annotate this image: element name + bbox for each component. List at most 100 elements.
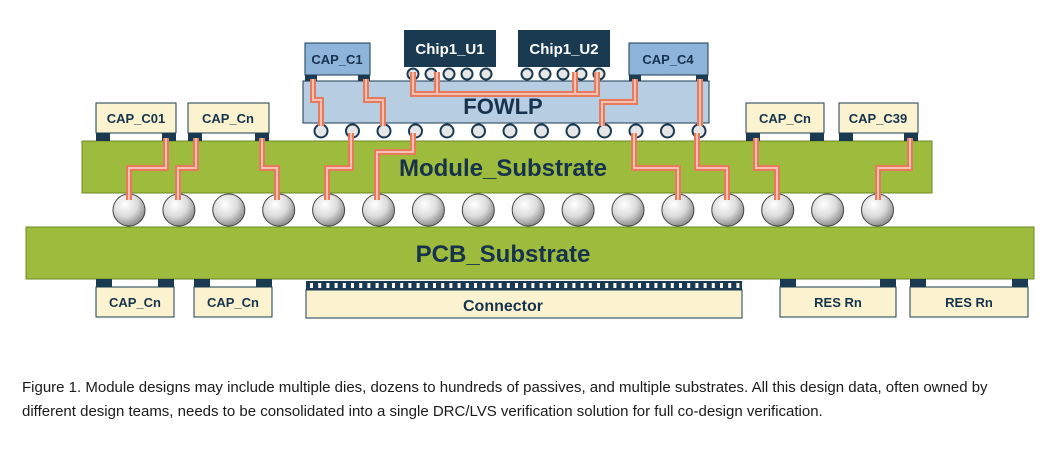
fowlp-bumps: [313, 123, 707, 139]
connector-pin: [424, 283, 428, 288]
cap-c1-label: CAP_C1: [311, 52, 362, 67]
res-rn-2-label: RES Rn: [945, 295, 993, 310]
connector-pin: [441, 283, 445, 288]
connector-pin: [416, 283, 420, 288]
connector-pin: [646, 283, 650, 288]
connector-pin: [506, 283, 510, 288]
connector-pin: [605, 283, 609, 288]
connector-pin: [482, 283, 486, 288]
connector-pin: [318, 283, 322, 288]
chip1-u2-label: Chip1_U2: [529, 41, 598, 58]
solder-ball: [461, 193, 495, 227]
cap-cn-module-right-label: CAP_Cn: [759, 111, 811, 126]
routing-traces-core: [128, 72, 911, 200]
cap-cn-bottom-1: CAP_Cn: [95, 286, 175, 318]
connector-pin: [531, 283, 535, 288]
solder-ball: [561, 193, 595, 227]
cap-cn-bottom-2: CAP_Cn: [193, 286, 273, 318]
module-substrate: [81, 140, 933, 194]
cap-c4-label: CAP_C4: [642, 52, 694, 67]
chip1-u2: Chip1_U2: [518, 30, 610, 67]
fowlp-bump: [534, 123, 549, 139]
connector-pin: [662, 283, 666, 288]
connector-pin: [490, 283, 494, 288]
module-substrate-label: Module_Substrate: [399, 155, 607, 182]
connector-pin: [687, 283, 691, 288]
connector-pin: [457, 283, 461, 288]
connector-pin: [613, 283, 617, 288]
connector-pin: [392, 283, 395, 288]
pcb-substrate: [25, 226, 1035, 280]
connector-pin: [383, 283, 387, 288]
cap-c01: CAP_C01: [95, 102, 177, 134]
connector-pin: [408, 283, 412, 288]
connector-pin: [367, 283, 371, 288]
connector-pin: [433, 283, 436, 288]
chip-bump: [460, 67, 474, 81]
connector-pin: [375, 283, 379, 288]
cap-c39: CAP_C39: [838, 102, 919, 134]
fowlp-bump: [565, 123, 581, 139]
solder-ball: [212, 193, 246, 227]
pcb-bottom-pads: [96, 279, 1028, 287]
connector-pin: [342, 283, 346, 288]
solder-ball: [811, 193, 845, 227]
pcb-substrate-label: PCB_Substrate: [416, 241, 591, 268]
fowlp-cap-pads: [305, 75, 708, 81]
connector-pin: [539, 283, 543, 288]
connector-pin: [679, 283, 682, 288]
connector-pin: [670, 283, 674, 288]
module-solder-balls: [112, 193, 894, 227]
module-passive-pads: [96, 133, 918, 141]
connector-pin: [465, 283, 469, 288]
connector-pin: [547, 283, 551, 288]
connector-pin: [326, 283, 330, 288]
chip-bump: [442, 67, 456, 81]
chip-bump: [520, 67, 534, 81]
fowlp-bump: [660, 123, 675, 139]
cap-c1: CAP_C1: [304, 42, 371, 76]
connector-pin: [351, 283, 354, 288]
fowlp-bump: [597, 123, 612, 139]
res-rn-1: RES Rn: [779, 286, 897, 318]
cap-cn-module-left: CAP_Cn: [187, 102, 270, 134]
chip-bump: [556, 67, 570, 81]
connector-pin: [728, 283, 732, 288]
fowlp-bump: [439, 123, 455, 139]
cap-cn-module-left-label: CAP_Cn: [202, 111, 254, 126]
fowlp-label: FOWLP: [463, 94, 542, 119]
connector-pin: [588, 283, 592, 288]
cap-c4: CAP_C4: [628, 42, 709, 76]
connector-pin: [449, 283, 453, 288]
solder-ball: [511, 193, 545, 227]
connector-pin: [695, 283, 699, 288]
connector-pin: [654, 283, 658, 288]
res-rn-2: RES Rn: [909, 286, 1029, 318]
connector-pin: [400, 283, 404, 288]
connector-pin: [556, 283, 559, 288]
chip1-u1: Chip1_U1: [404, 30, 496, 67]
connector-pin: [711, 283, 715, 288]
connector-pin: [720, 283, 723, 288]
connector-pin: [580, 283, 584, 288]
connector-pin: [474, 283, 477, 288]
cap-cn-module-right: CAP_Cn: [745, 102, 825, 134]
connector-pin: [638, 283, 641, 288]
fowlp-bump: [376, 123, 392, 139]
connector-pin: [736, 283, 740, 288]
connector-pin: [523, 283, 527, 288]
fowlp-bump: [502, 123, 518, 139]
connector-label: Connector: [463, 298, 543, 315]
fowlp-bump: [313, 123, 329, 139]
chip-bump: [479, 67, 493, 81]
cap-c01-label: CAP_C01: [107, 111, 166, 126]
cap-cn-bottom-2-label: CAP_Cn: [207, 295, 259, 310]
chip-bump: [538, 67, 552, 81]
module-stackup-diagram: PCB_Substrate Connector CAP_Cn CAP_Cn RE…: [25, 30, 1035, 319]
solder-ball: [411, 193, 445, 227]
connector: Connector: [305, 281, 743, 319]
connector-pin: [498, 283, 502, 288]
connector-pin: [564, 283, 568, 288]
connector-pin: [572, 283, 576, 288]
connector-pin: [621, 283, 625, 288]
